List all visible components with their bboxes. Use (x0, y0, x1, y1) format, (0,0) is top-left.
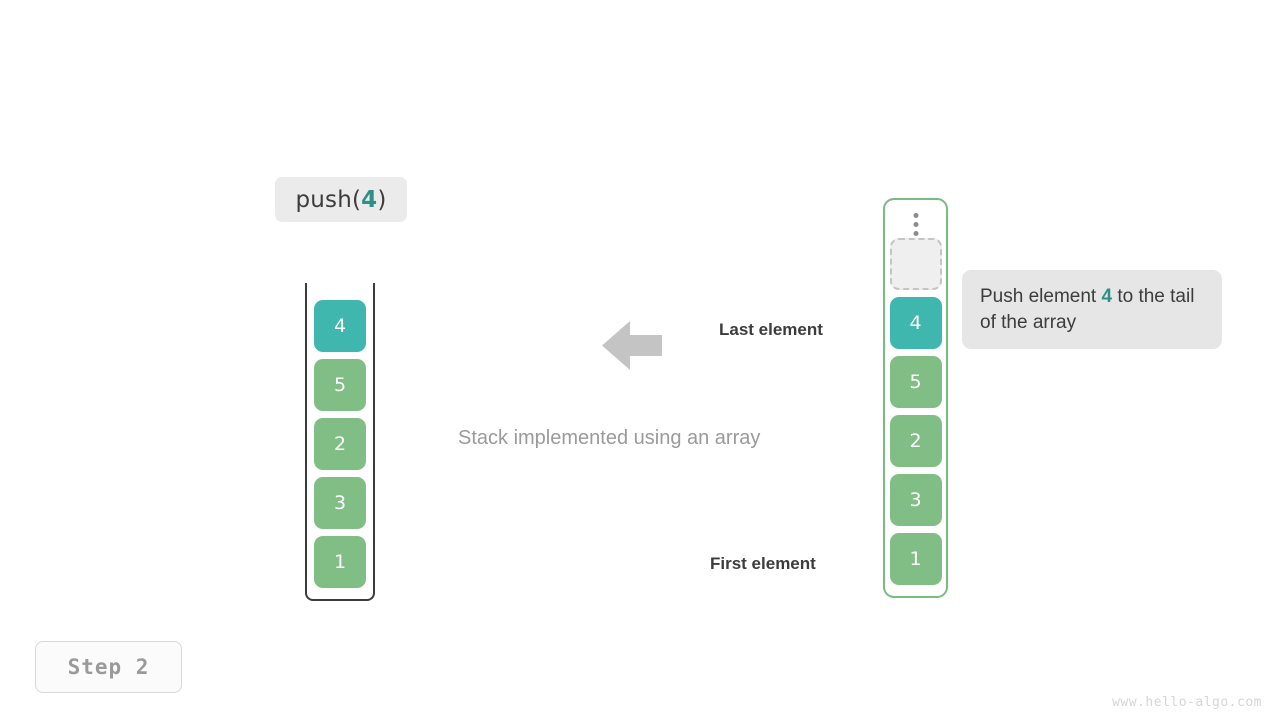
array-cell-empty (889, 238, 942, 290)
label-last-element: Last element (719, 320, 823, 339)
vertical-ellipsis-icon (913, 213, 918, 236)
operation-badge: push(4) (275, 177, 407, 222)
stack-cell-list: 4 5 2 3 1 (305, 283, 375, 601)
note-argument: 4 (1101, 286, 1113, 307)
stack-cell: 1 (314, 536, 366, 588)
array-cell-list: 4 5 2 3 1 (883, 198, 948, 598)
note-line1-prefix: Push element (980, 286, 1102, 307)
arrow-left-icon (602, 321, 662, 370)
annotation-note: Push element 4 to the tail of the array (962, 270, 1222, 350)
note-line2: the tail of the array (980, 286, 1195, 333)
array-cell: 5 (889, 356, 942, 408)
watermark: www.hello-algo.com (1112, 695, 1262, 710)
operation-argument: 4 (361, 186, 378, 213)
operation-prefix: push( (295, 186, 362, 213)
array-visualization: 4 5 2 3 1 (883, 198, 948, 598)
note-line1-suffix: to (1112, 286, 1134, 307)
stack-cell: 4 (314, 300, 366, 352)
stack-container-walls (305, 283, 375, 601)
array-cell: 4 (889, 297, 942, 349)
stack-cell: 2 (314, 418, 366, 470)
label-first-element: First element (710, 554, 816, 573)
stack-cell: 3 (314, 477, 366, 529)
stack-visualization: 4 5 2 3 1 (305, 283, 375, 601)
center-caption: Stack implemented using an array (458, 427, 761, 449)
array-cell: 2 (889, 415, 942, 467)
operation-suffix: ) (377, 186, 387, 213)
array-cell: 1 (889, 533, 942, 585)
step-badge: Step 2 (35, 641, 182, 693)
stack-cell: 5 (314, 359, 366, 411)
array-cell: 3 (889, 474, 942, 526)
